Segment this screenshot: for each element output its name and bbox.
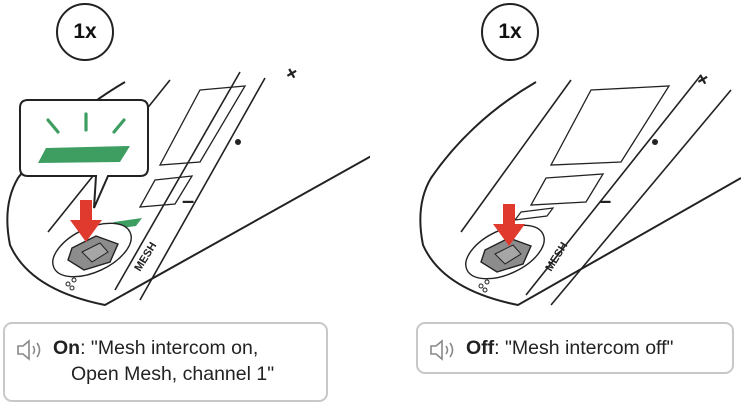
led-indicator bbox=[513, 207, 555, 221]
announcement-keyword: Off bbox=[466, 337, 495, 359]
announcement-box: Off: "Mesh intercom off" bbox=[416, 322, 734, 374]
press-count-badge: 1x bbox=[56, 3, 114, 61]
press-arrow-icon bbox=[493, 204, 525, 246]
svg-text:+: + bbox=[282, 61, 303, 86]
led-glow-icon bbox=[46, 112, 126, 134]
announcement-line1: : "Mesh intercom on, bbox=[80, 337, 259, 359]
speaker-sound-icon bbox=[430, 339, 454, 361]
device-illustration: + – MESH bbox=[6, 61, 370, 307]
announcement-line2: Open Mesh, channel 1" bbox=[71, 363, 275, 385]
announcement-box: On: "Mesh intercom on, Open Mesh, channe… bbox=[3, 322, 328, 402]
announcement-line1: : "Mesh intercom off" bbox=[494, 337, 674, 359]
press-count-badge: 1x bbox=[481, 3, 539, 61]
announcement-keyword: On bbox=[53, 337, 81, 359]
led-closeup bbox=[38, 146, 130, 163]
announcement-text: Off: "Mesh intercom off" bbox=[466, 335, 673, 361]
press-arrow-icon bbox=[70, 200, 102, 242]
device-illustration: + – MESH bbox=[419, 67, 741, 307]
announcement-text: On: "Mesh intercom on, Open Mesh, channe… bbox=[53, 335, 274, 387]
step-off-panel: + – MESH 1x Off: "Mesh intercom off" bbox=[371, 0, 741, 409]
svg-text:–: – bbox=[182, 188, 194, 213]
svg-text:–: – bbox=[599, 188, 611, 213]
step-on-panel: + – MESH 1x bbox=[0, 0, 370, 409]
speaker-sound-icon bbox=[17, 339, 41, 361]
svg-text:+: + bbox=[693, 67, 714, 92]
